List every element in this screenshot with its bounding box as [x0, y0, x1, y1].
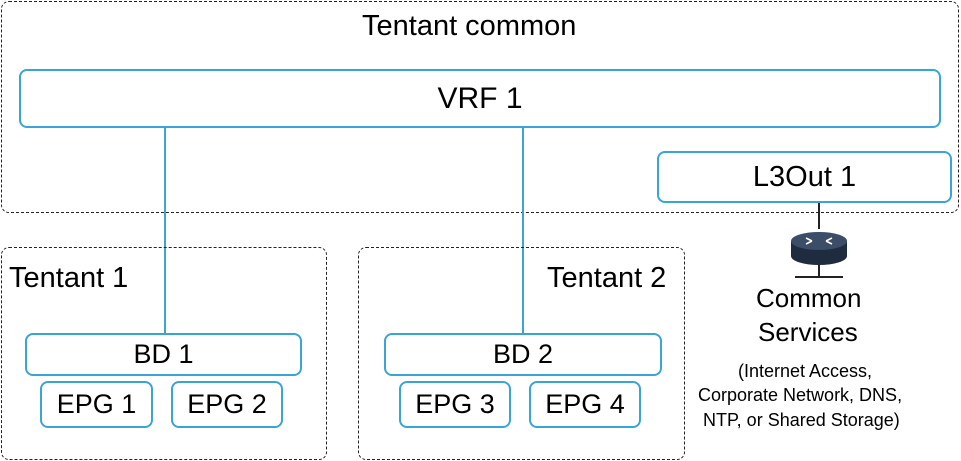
epg1-label: EPG 1 [56, 389, 137, 419]
l3out-to-router-line [818, 203, 820, 229]
bd2-box[interactable]: BD 2 [384, 333, 662, 376]
tenant1-label: Tentant 1 [9, 262, 129, 294]
tenant-common-label: Tentant common [362, 10, 577, 42]
bd1-box[interactable]: BD 1 [25, 333, 302, 376]
services-detail-line3: NTP, or Shared Storage) [703, 410, 900, 430]
tenant2-label: Tentant 2 [547, 262, 667, 294]
tenant2-container [358, 247, 685, 460]
l3out-label: L3Out 1 [752, 160, 857, 193]
epg4-box[interactable]: EPG 4 [529, 381, 641, 428]
vrf-to-bd1-line [164, 127, 166, 334]
epg2-label: EPG 2 [187, 389, 267, 419]
epg3-label: EPG 3 [415, 389, 495, 419]
services-detail-line2: Corporate Network, DNS, [698, 385, 903, 405]
epg4-label: EPG 4 [545, 389, 625, 419]
l3out-box[interactable]: L3Out 1 [657, 151, 952, 203]
vrf-box[interactable]: VRF 1 [19, 69, 941, 128]
services-detail-line1: (Internet Access, [738, 361, 873, 381]
services-title-line1: Common [756, 283, 862, 313]
epg3-box[interactable]: EPG 3 [399, 381, 511, 428]
vrf-to-bd2-line [522, 127, 524, 334]
bd2-label: BD 2 [492, 339, 554, 369]
tenant-common-container [1, 1, 959, 213]
tenant1-container [1, 247, 327, 460]
epg2-box[interactable]: EPG 2 [171, 381, 283, 428]
bd1-label: BD 1 [133, 339, 194, 369]
services-title-line2: Services [758, 317, 858, 347]
vrf-label: VRF 1 [437, 81, 523, 115]
epg1-box[interactable]: EPG 1 [40, 381, 153, 428]
